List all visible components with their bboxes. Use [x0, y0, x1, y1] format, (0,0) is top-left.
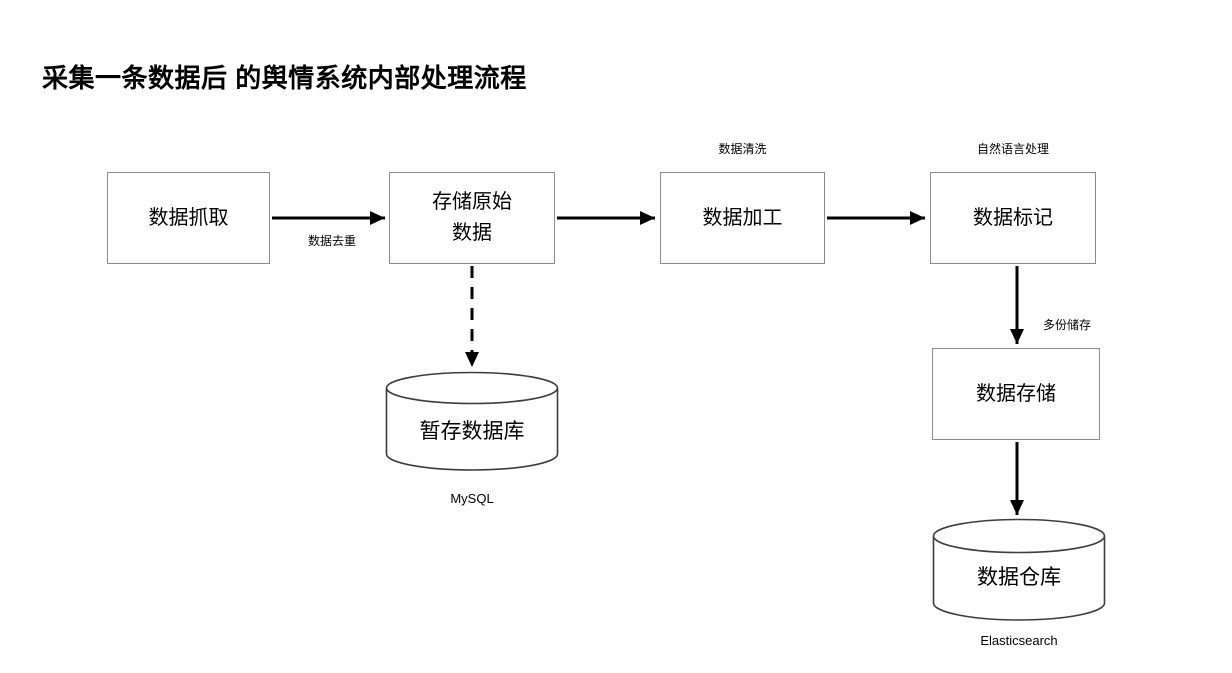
node-label: 数据存储 — [976, 382, 1056, 405]
node-label: 数据标记 — [973, 206, 1053, 229]
cylinder-data-warehouse — [932, 518, 1106, 621]
node-label: 数据加工 — [702, 206, 783, 229]
edge-label-multi-copy: 多份储存 — [1043, 318, 1092, 332]
cylinder-temp-db — [385, 371, 559, 471]
node-store-raw-data: 存储原始 数据 — [389, 172, 555, 264]
node-label: 数据抓取 — [148, 206, 229, 229]
annotation-data-cleaning: 数据清洗 — [718, 142, 767, 156]
node-temp-db-label: 暂存数据库 — [419, 420, 525, 443]
annotation-nlp: 自然语言处理 — [976, 142, 1049, 156]
node-data-storage: 数据存储 — [932, 348, 1100, 440]
node-data-warehouse-label: 数据仓库 — [977, 566, 1061, 589]
node-label-line1: 存储原始 — [432, 191, 512, 213]
node-data-process: 数据加工 — [660, 172, 825, 264]
node-label: 存储原始 数据 — [432, 187, 512, 249]
caption-mysql: MySQL — [450, 491, 494, 506]
caption-elasticsearch: Elasticsearch — [980, 633, 1058, 648]
node-data-tag: 数据标记 — [930, 172, 1096, 264]
node-label-line2: 数据 — [452, 222, 492, 244]
diagram-title: 采集一条数据后 的舆情系统内部处理流程 — [42, 63, 527, 93]
node-data-fetch: 数据抓取 — [107, 172, 270, 264]
edge-label-dedup: 数据去重 — [307, 234, 356, 248]
